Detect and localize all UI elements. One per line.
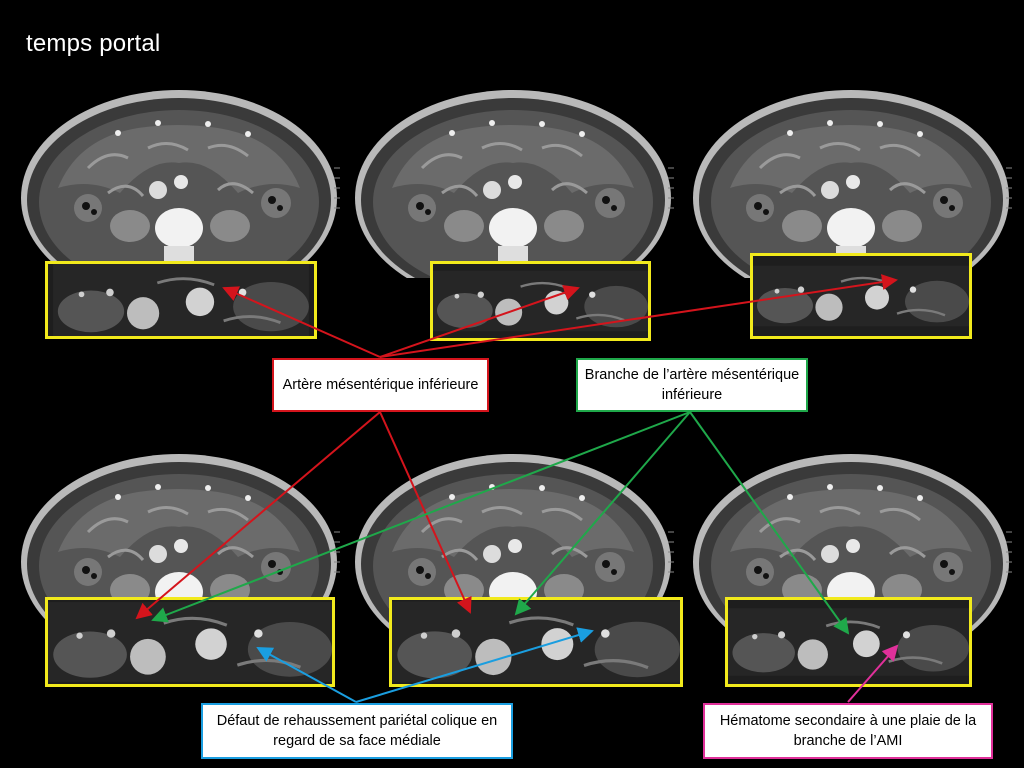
zoom-inset-5 [389, 597, 683, 687]
ct-slice-image [18, 78, 340, 278]
zoom-image [48, 600, 332, 684]
ct-slice-image [690, 78, 1012, 278]
label-inferior-mesenteric-artery: Artère mésentérique inférieure [272, 358, 489, 412]
zoom-image [728, 600, 969, 684]
zoom-image [433, 264, 648, 338]
zoom-image [753, 256, 969, 336]
zoom-inset-6 [725, 597, 972, 687]
zoom-image [392, 600, 680, 684]
label-hematoma: Hématome secondaire à une plaie de la br… [703, 703, 993, 759]
zoom-inset-3 [750, 253, 972, 339]
slide-title: temps portal [26, 30, 161, 57]
ct-slice-image [352, 78, 674, 278]
label-ima-branch: Branche de l’artère mésentérique inférie… [576, 358, 808, 412]
zoom-inset-1 [45, 261, 317, 339]
zoom-inset-2 [430, 261, 651, 341]
zoom-image [48, 264, 314, 336]
ct-slice-3 [690, 78, 1012, 278]
ct-slice-2 [352, 78, 674, 278]
label-colic-wall-defect: Défaut de rehaussement pariétal colique … [201, 703, 513, 759]
zoom-inset-4 [45, 597, 335, 687]
ct-slice-1 [18, 78, 340, 278]
